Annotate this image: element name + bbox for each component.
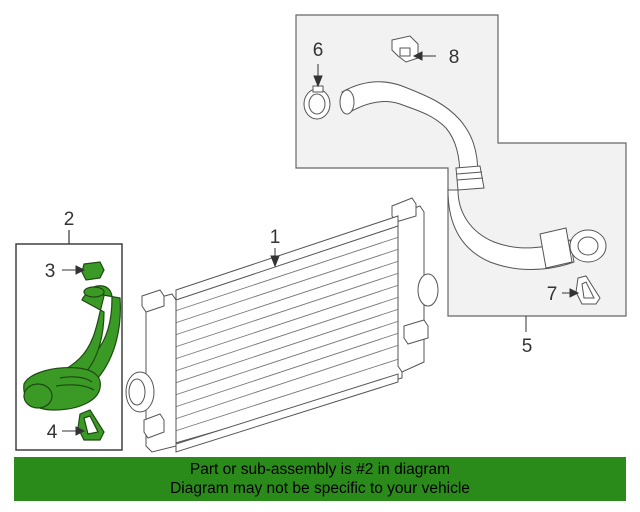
callout-6: 6 bbox=[313, 40, 324, 61]
banner-line-1: Part or sub-assembly is #2 in diagram bbox=[189, 461, 451, 478]
callout-labels: 1 2 3 4 5 6 7 8 bbox=[45, 40, 558, 443]
callout-3: 3 bbox=[45, 261, 56, 282]
intercooler-drawing bbox=[125, 197, 439, 453]
callout-5: 5 bbox=[522, 336, 533, 357]
intercooler-fins bbox=[171, 235, 403, 433]
callout-4: 4 bbox=[47, 422, 58, 443]
leader-lines bbox=[62, 51, 580, 436]
callout-7: 7 bbox=[547, 284, 558, 305]
outlet-hose-drawing bbox=[303, 35, 607, 305]
seal-part-7 bbox=[575, 275, 601, 305]
banner-line-2: Diagram may not be specific to your vehi… bbox=[170, 480, 470, 497]
callout-1: 1 bbox=[270, 227, 281, 248]
sensor-part-8 bbox=[391, 35, 419, 63]
highlighted-hose-part-2 bbox=[23, 285, 121, 411]
highlighted-clamp-part-3 bbox=[81, 261, 105, 281]
clamp-part-6 bbox=[303, 85, 331, 120]
callout-8: 8 bbox=[449, 47, 460, 68]
highlight-note-banner: Part or sub-assembly is #2 in diagram Di… bbox=[14, 457, 626, 501]
callout-2: 2 bbox=[64, 209, 75, 230]
